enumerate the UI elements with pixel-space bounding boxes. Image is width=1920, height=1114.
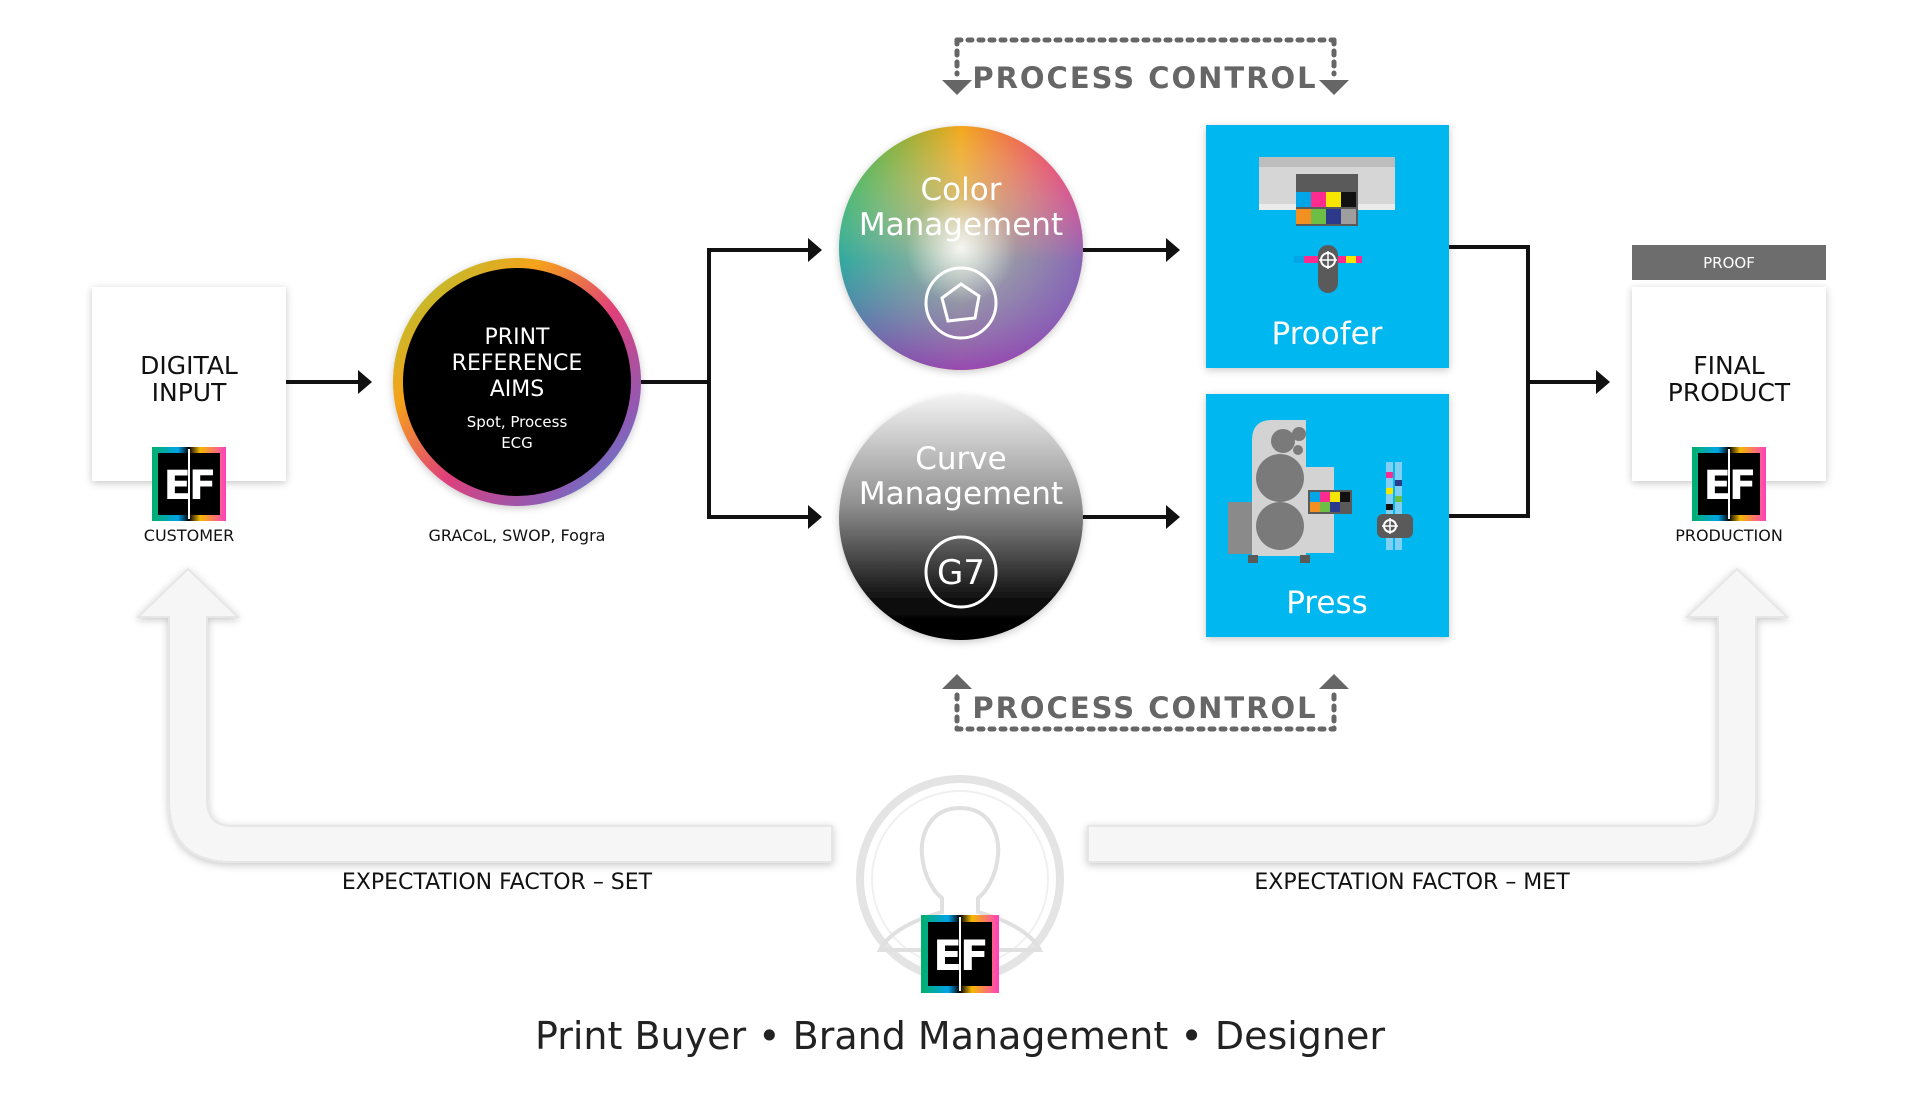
digital-input-title-1: DIGITAL <box>140 351 238 380</box>
svg-text:Management: Management <box>859 207 1063 243</box>
curve-management-circle: Curve Management G7 <box>839 396 1083 640</box>
spectro-icon <box>1294 245 1362 293</box>
proof-tab <box>1632 245 1826 280</box>
svg-text:Curve: Curve <box>915 441 1006 477</box>
g7-badge-label: G7 <box>937 553 985 593</box>
svg-text:EF: EF <box>1704 463 1755 509</box>
expectation-met-arrow <box>1087 567 1790 863</box>
ef-logo-production: EF <box>1692 447 1766 521</box>
svg-text:AIMS: AIMS <box>490 377 544 402</box>
svg-text:ECG: ECG <box>501 434 533 452</box>
down-arrow-icon <box>1319 80 1349 95</box>
arrowhead-icon <box>808 505 822 529</box>
ef-logo-customer: EF <box>152 447 226 521</box>
arrowhead-icon <box>358 370 372 394</box>
svg-text:Color: Color <box>921 172 1002 208</box>
svg-text:EF: EF <box>933 931 986 980</box>
print-reference-caption: GRACoL, SWOP, Fogra <box>429 526 606 545</box>
process-control-bottom: PROCESS CONTROL <box>942 674 1349 732</box>
customer-caption: CUSTOMER <box>144 526 234 545</box>
svg-text:EF: EF <box>164 463 215 509</box>
expectation-met-label: EXPECTATION FACTOR – MET <box>1254 870 1570 895</box>
svg-text:REFERENCE: REFERENCE <box>452 351 583 376</box>
color-management-circle: Color Management <box>839 126 1083 370</box>
process-control-top-label: PROCESS CONTROL <box>972 61 1317 95</box>
svg-text:Management: Management <box>859 476 1063 512</box>
up-arrow-icon <box>942 674 972 689</box>
proof-tab-label: PROOF <box>1703 254 1755 272</box>
process-control-bottom-label: PROCESS CONTROL <box>972 691 1317 725</box>
gamut-icon <box>924 266 998 340</box>
up-arrow-icon <box>1319 674 1349 689</box>
final-product-title-1: FINAL <box>1693 351 1765 380</box>
arrowhead-icon <box>1166 505 1180 529</box>
branch-connector <box>641 248 812 519</box>
g7-badge-icon <box>924 535 998 609</box>
arrowhead-icon <box>1166 238 1180 262</box>
arrowhead-icon <box>808 238 822 262</box>
down-arrow-icon <box>942 80 972 95</box>
final-product-title-2: PRODUCT <box>1668 378 1791 407</box>
expectation-set-arrow <box>135 567 833 863</box>
proofer-label: Proofer <box>1272 316 1383 352</box>
feedback-loop: EXPECTATION FACTOR – SET EXPECTATION FAC… <box>135 567 1790 895</box>
arrowhead-icon <box>1596 370 1610 394</box>
roles-line: Print Buyer • Brand Management • Designe… <box>535 1014 1385 1058</box>
press-label: Press <box>1286 585 1368 621</box>
print-reference-circle: PRINT REFERENCE AIMS Spot, Process ECG <box>393 258 641 506</box>
merge-connector <box>1449 245 1598 518</box>
process-control-top: PROCESS CONTROL <box>942 37 1349 95</box>
production-caption: PRODUCTION <box>1675 526 1783 545</box>
ef-logo-stakeholder: EF <box>921 915 999 993</box>
press-panel: Press <box>1206 394 1449 637</box>
expectation-set-label: EXPECTATION FACTOR – SET <box>342 870 653 895</box>
printing-press-icon <box>1228 420 1352 563</box>
digital-input-title-2: INPUT <box>152 378 227 407</box>
proofer-printer-icon <box>1259 157 1395 226</box>
final-product-card: PROOF FINAL PRODUCT <box>1632 245 1826 481</box>
color-bar-icon <box>1377 462 1413 550</box>
digital-input-card: DIGITAL INPUT <box>92 287 286 481</box>
svg-text:Spot, Process: Spot, Process <box>467 413 568 431</box>
stakeholder-avatar <box>856 775 1064 983</box>
svg-text:PRINT: PRINT <box>485 325 550 350</box>
proofer-panel: Proofer <box>1206 125 1449 368</box>
